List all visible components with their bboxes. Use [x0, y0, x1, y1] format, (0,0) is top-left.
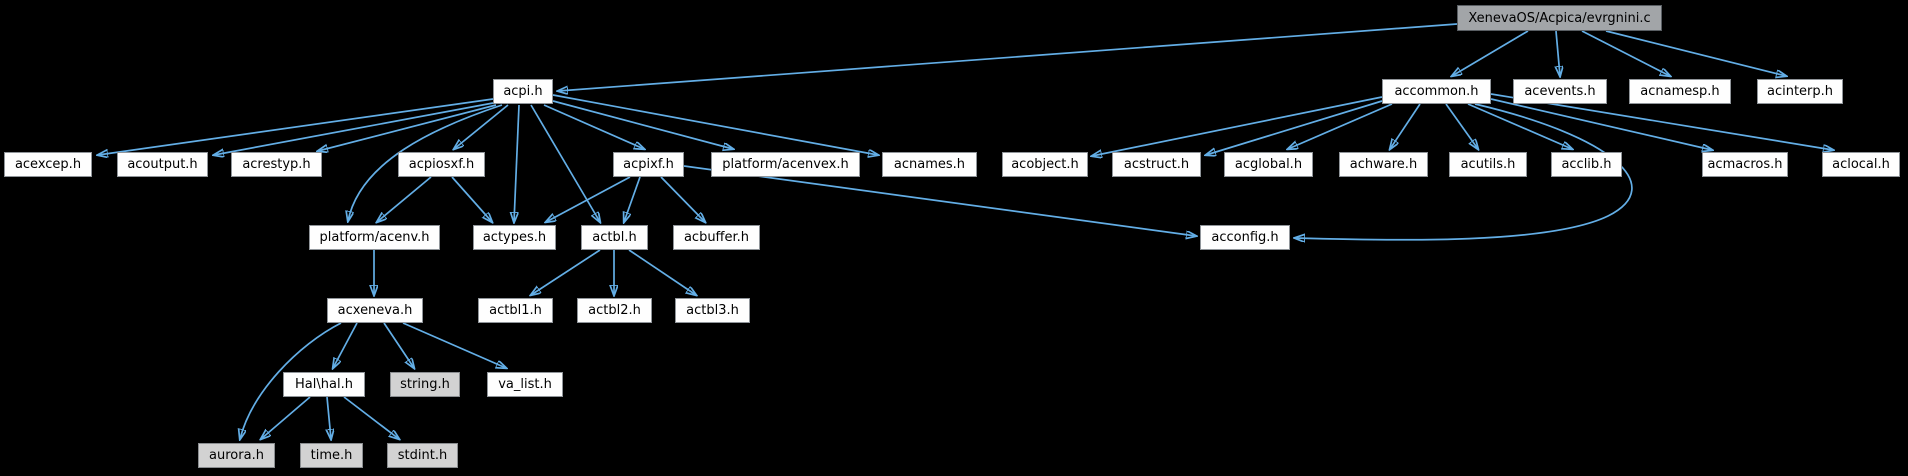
graph-node-actbl[interactable]: actbl.h — [581, 225, 648, 250]
edge-acpi-to-acoutput — [214, 102, 494, 155]
graph-node-acnames[interactable]: acnames.h — [882, 152, 977, 177]
graph-node-string: string.h — [390, 372, 460, 397]
graph-node-acxeneva[interactable]: acxeneva.h — [327, 298, 423, 323]
edge-acpi-to-actbl — [530, 104, 600, 222]
edge-evrgnini-to-acpi — [558, 23, 1458, 91]
graph-node-accommon[interactable]: accommon.h — [1382, 79, 1491, 104]
edge-evrgnini-to-accommon — [1452, 30, 1529, 76]
edge-evrgnini-to-acevents — [1556, 30, 1560, 76]
edge-acxeneva-to-valist — [402, 322, 506, 368]
edge-acpixf-to-acconfig — [683, 165, 1196, 236]
edge-acpi-to-acenv — [348, 104, 503, 221]
graph-node-acinterp[interactable]: acinterp.h — [1757, 79, 1843, 104]
edge-acpi-to-acexcep — [98, 98, 494, 155]
edge-acxeneva-to-aurora — [240, 322, 342, 439]
edge-acpi-to-acrestyp — [318, 104, 497, 151]
graph-node-acobject[interactable]: acobject.h — [1002, 152, 1088, 177]
edge-halhal-to-aurora — [261, 396, 311, 439]
graph-node-acpiosxf[interactable]: acpiosxf.h — [398, 152, 485, 177]
edge-evrgnini-to-acinterp — [1605, 30, 1786, 76]
edge-acpixf-to-actbl — [624, 176, 641, 222]
edge-actbl-to-actbl3 — [628, 249, 696, 295]
edge-acpi-to-acpixf — [543, 104, 644, 149]
graph-node-acnamesp[interactable]: acnamesp.h — [1629, 79, 1731, 104]
graph-node-acstruct[interactable]: acstruct.h — [1112, 152, 1201, 177]
graph-node-acrestyp[interactable]: acrestyp.h — [231, 152, 322, 177]
graph-node-valist[interactable]: va_list.h — [487, 372, 563, 397]
edge-acxeneva-to-string — [383, 322, 414, 368]
edge-accommon-to-acutils — [1445, 103, 1478, 149]
graph-node-actbl2[interactable]: actbl2.h — [577, 298, 652, 323]
graph-node-actbl3[interactable]: actbl3.h — [675, 298, 750, 323]
graph-node-acenv[interactable]: platform/acenv.h — [309, 225, 440, 250]
edge-accommon-to-acclib — [1467, 103, 1572, 149]
edge-acpiosxf-to-actypes — [451, 176, 492, 222]
graph-node-achware[interactable]: achware.h — [1339, 152, 1428, 177]
graph-node-acexcep[interactable]: acexcep.h — [4, 152, 92, 177]
graph-node-acevents[interactable]: acevents.h — [1513, 79, 1607, 104]
graph-node-acconfig[interactable]: acconfig.h — [1200, 225, 1290, 250]
edge-accommon-to-acglobal — [1288, 103, 1393, 149]
graph-node-acoutput[interactable]: acoutput.h — [117, 152, 208, 177]
edge-evrgnini-to-acnamesp — [1581, 30, 1670, 76]
graph-node-acutils[interactable]: acutils.h — [1449, 152, 1527, 177]
edge-actbl-to-actbl1 — [531, 249, 601, 295]
edge-acpi-to-acenvex — [552, 100, 733, 149]
graph-node-time: time.h — [300, 443, 363, 468]
graph-node-acenvex[interactable]: platform/acenvex.h — [711, 152, 860, 177]
edge-acpixf-to-acbuffer — [660, 176, 705, 222]
graph-node-halhal[interactable]: Hal\hal.h — [283, 372, 365, 397]
graph-node-actbl1[interactable]: actbl1.h — [478, 298, 553, 323]
edge-acpi-to-actypes — [514, 104, 520, 222]
edge-accommon-to-acconfig — [1295, 103, 1633, 240]
graph-node-evrgnini: XenevaOS/Acpica/evrgnini.c — [1457, 5, 1662, 31]
edge-acpixf-to-actypes — [546, 176, 631, 222]
edge-halhal-to-stdint — [343, 396, 399, 439]
graph-node-acglobal[interactable]: acglobal.h — [1224, 152, 1313, 177]
edge-accommon-to-acmacros — [1490, 98, 1712, 150]
graph-node-aurora: aurora.h — [198, 443, 275, 468]
graph-node-acpixf[interactable]: acpixf.h — [613, 152, 684, 177]
graph-node-stdint: stdint.h — [387, 443, 458, 468]
edge-accommon-to-achware — [1390, 103, 1421, 149]
edge-acpi-to-acpiosxf — [454, 104, 509, 149]
edge-accommon-to-acstruct — [1206, 100, 1383, 155]
graph-node-acmacros[interactable]: acmacros.h — [1702, 152, 1788, 177]
graph-node-acbuffer[interactable]: acbuffer.h — [673, 225, 760, 250]
edge-acpiosxf-to-acenv — [377, 176, 432, 222]
graph-node-acclib[interactable]: acclib.h — [1551, 152, 1622, 177]
graph-node-acpi[interactable]: acpi.h — [493, 79, 553, 104]
edge-acxeneva-to-halhal — [333, 322, 358, 368]
edge-accommon-to-acobject — [1092, 96, 1383, 156]
edge-halhal-to-time — [327, 396, 331, 439]
edge-acpi-to-acnames — [552, 94, 878, 155]
graph-node-aclocal[interactable]: aclocal.h — [1822, 152, 1900, 177]
graph-node-actypes[interactable]: actypes.h — [473, 225, 556, 250]
